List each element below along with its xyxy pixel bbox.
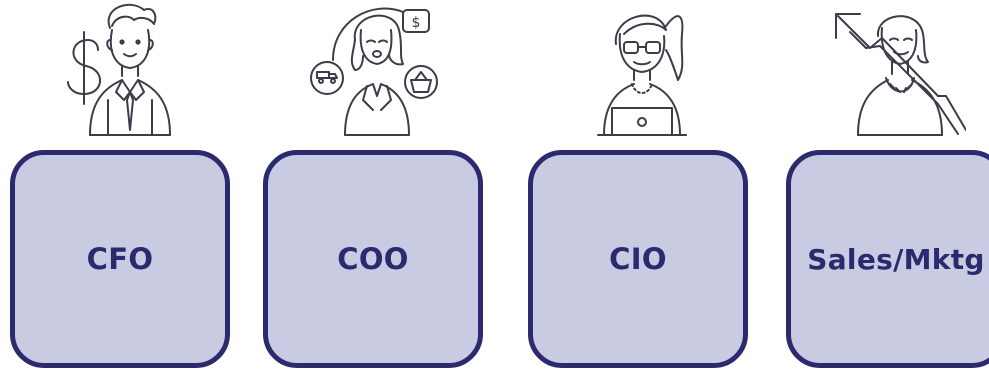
woman-growth-chart-icon: [826, 0, 966, 150]
role-cfo: CFO: [0, 0, 236, 369]
card-sales-mktg: Sales/Mktg: [786, 150, 989, 368]
businessman-dollar-icon: [50, 0, 190, 150]
card-cfo: CFO: [10, 150, 230, 368]
woman-glasses-laptop-icon: [568, 0, 708, 150]
role-sales-mktg: Sales/Mktg: [776, 0, 989, 369]
role-coo: $ COO: [253, 0, 489, 369]
card-label-coo: COO: [337, 242, 409, 276]
role-cio: CIO: [518, 0, 754, 369]
card-label-cio: CIO: [609, 242, 667, 276]
svg-text:$: $: [412, 15, 421, 31]
card-coo: COO: [263, 150, 483, 368]
businesswoman-operations-icon: $: [303, 0, 443, 150]
card-cio: CIO: [528, 150, 748, 368]
card-label-cfo: CFO: [86, 242, 154, 276]
card-label-sales-mktg: Sales/Mktg: [807, 242, 985, 276]
